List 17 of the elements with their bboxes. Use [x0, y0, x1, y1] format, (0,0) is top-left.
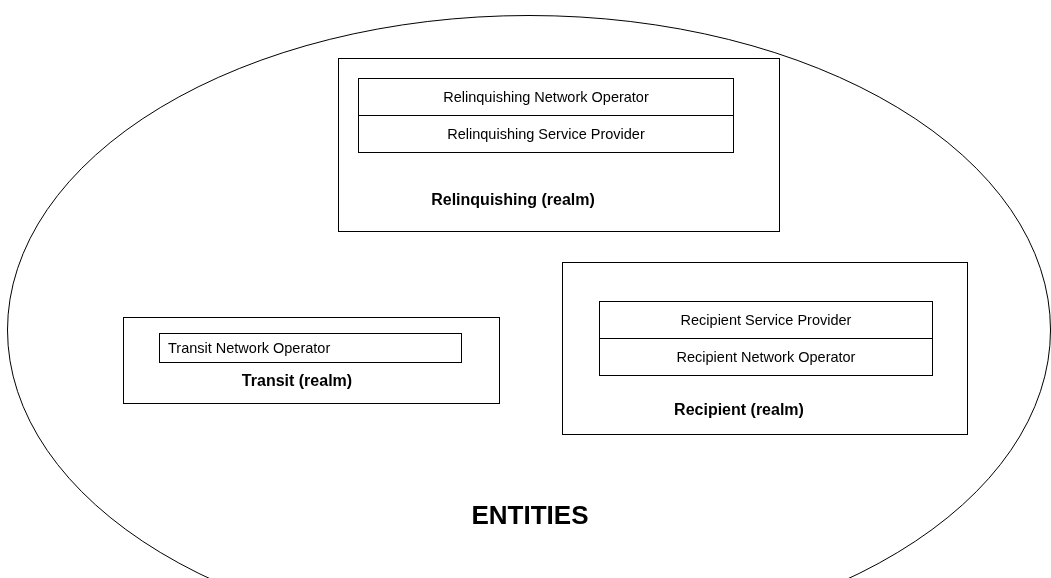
realm-title: Relinquishing (realm) — [431, 191, 595, 209]
entity-box — [358, 78, 734, 116]
entity-box — [358, 115, 734, 153]
realm-title: Recipient (realm) — [674, 401, 804, 419]
realm-box — [562, 262, 968, 435]
entity-box — [159, 333, 462, 363]
entity-box — [599, 301, 933, 339]
realm-title: Transit (realm) — [241, 372, 353, 390]
realm-box — [338, 58, 780, 232]
entity-label: Relinquishing Network Operator — [443, 89, 649, 105]
realm-title: ENTITIES — [471, 499, 589, 531]
entity-box — [599, 338, 933, 376]
realm-box — [123, 317, 500, 404]
entity-label: Relinquishing Service Provider — [447, 126, 645, 142]
entity-label: Recipient Network Operator — [676, 349, 856, 365]
entity-label: Recipient Service Provider — [680, 312, 852, 328]
entity-label: Transit Network Operator — [168, 340, 331, 356]
